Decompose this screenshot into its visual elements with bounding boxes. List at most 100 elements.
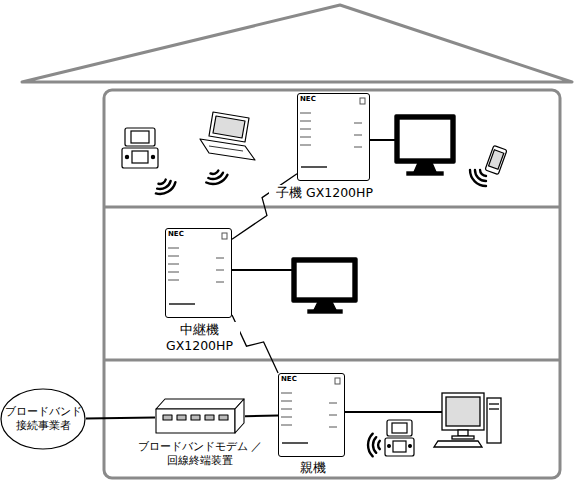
device-mark: [329, 403, 337, 404]
keyboard: [434, 441, 482, 447]
wifi-arc: [373, 437, 376, 453]
tv-frame: [395, 115, 455, 163]
device-mark: [168, 248, 179, 249]
device-icon: [335, 378, 340, 384]
device-mark: [354, 147, 362, 148]
device-mark: [281, 393, 292, 394]
device-mark: [216, 282, 224, 283]
tv-stand: [414, 163, 436, 172]
pc-drive: [489, 408, 499, 409]
modem-front: [156, 409, 235, 433]
modem-lamp: [219, 415, 228, 420]
lan-cable: [345, 411, 442, 413]
house-outline: [22, 5, 572, 478]
cable-link: [86, 417, 155, 420]
device-label: 中継機 GX1200HP: [160, 322, 240, 355]
modem-side: [235, 399, 244, 433]
device-icon: [222, 233, 227, 239]
laptop-base: [200, 139, 255, 160]
modem-lamp: [163, 415, 172, 420]
device-mark: [168, 256, 179, 257]
tv-base: [308, 310, 342, 313]
modem-top: [156, 399, 244, 409]
wifi-arc: [210, 171, 218, 175]
device-mark: [329, 415, 337, 416]
modem-lamp: [191, 415, 200, 420]
tv-screen: [399, 119, 451, 159]
device-mark: [354, 123, 362, 124]
node-label: ブロードバンド 接続事業者: [3, 405, 83, 433]
desktop-pc: [434, 393, 501, 447]
device-label: ブロードバンドモデム ／回線終端装置: [138, 440, 263, 469]
tv-base: [407, 172, 443, 175]
console-screen: [393, 441, 406, 452]
tv-frame: [292, 258, 357, 302]
console-button: [388, 445, 391, 448]
wifi-signals: [152, 165, 491, 456]
game-console: [385, 420, 414, 456]
wifi-arc: [467, 170, 486, 189]
console-screen: [131, 131, 149, 143]
wifi-arc: [208, 173, 224, 181]
device-mark: [281, 409, 292, 410]
wifi-arc: [378, 441, 380, 449]
pc-tower: [487, 398, 501, 443]
modem-box: ブロードバンドモデム ／回線終端装置: [155, 398, 245, 436]
tv-stand: [314, 302, 336, 310]
device-mark: [329, 427, 337, 428]
wifi-arc: [479, 170, 486, 177]
wifi-waves: [152, 176, 177, 197]
house-roof: [22, 5, 572, 82]
device-mark: [300, 113, 311, 114]
device-mark: [216, 258, 224, 259]
console-button: [125, 155, 128, 158]
smartphone: [485, 145, 507, 174]
device-mark: [300, 129, 311, 130]
device-logo: [301, 166, 327, 168]
cable-link: [245, 415, 278, 418]
game-console: [122, 128, 158, 168]
phone-screen: [489, 150, 504, 169]
wifi-waves: [204, 168, 229, 187]
device-mark: [168, 264, 179, 265]
provider-ellipse: ブロードバンド 接続事業者: [0, 388, 86, 450]
device-label: 親機: [283, 460, 343, 476]
console-top: [125, 128, 155, 146]
modem-outline: [155, 398, 245, 436]
wifi-waves: [368, 434, 380, 457]
house-walls: [104, 90, 560, 478]
device-mark: [300, 137, 311, 138]
wifi-arc: [206, 175, 229, 187]
device-mark: [300, 121, 311, 122]
laptop-display: [213, 116, 245, 138]
pc-drive: [489, 403, 499, 404]
tv-screen: [296, 262, 353, 298]
device-mark: [354, 135, 362, 136]
console-top: [387, 420, 412, 436]
console-screen: [392, 423, 407, 433]
monitor-stand: [458, 430, 468, 436]
device-mark: [300, 145, 311, 146]
monitor-screen: [446, 397, 480, 426]
device-mark: [216, 270, 224, 271]
brand-mark: NEC: [168, 231, 184, 238]
wireless-link: [232, 174, 297, 239]
modem-lamp: [205, 415, 214, 420]
label-holder: ブロードバンド 接続事業者: [0, 388, 86, 450]
device-mark: [281, 425, 292, 426]
router-box: 中継機 GX1200HP: [165, 228, 232, 318]
device-mark: [281, 401, 292, 402]
wifi-arc: [158, 180, 166, 186]
floor-line: [104, 206, 560, 209]
wifi-waves: [467, 165, 491, 189]
device-details: [168, 98, 365, 443]
wifi-arc: [368, 434, 373, 457]
television: [292, 258, 357, 313]
floor-line: [104, 359, 560, 362]
ellipse-outline: [1, 389, 85, 449]
console-button: [151, 155, 154, 158]
console-button: [409, 445, 412, 448]
brand-mark: NEC: [281, 376, 297, 383]
laptop: [200, 112, 255, 160]
